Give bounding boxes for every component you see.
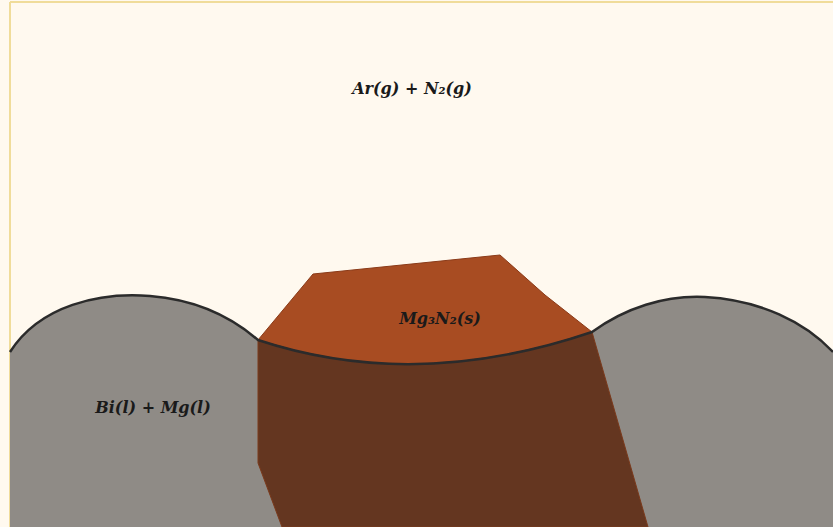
gas-label: Ar(g) + N₂(g) — [352, 79, 472, 98]
melt-label: Bi(l) + Mg(l) — [95, 398, 210, 417]
frame-edge — [10, 2, 833, 527]
nitride-label: Mg₃N₂(s) — [399, 309, 481, 328]
melt-surface — [10, 295, 833, 364]
